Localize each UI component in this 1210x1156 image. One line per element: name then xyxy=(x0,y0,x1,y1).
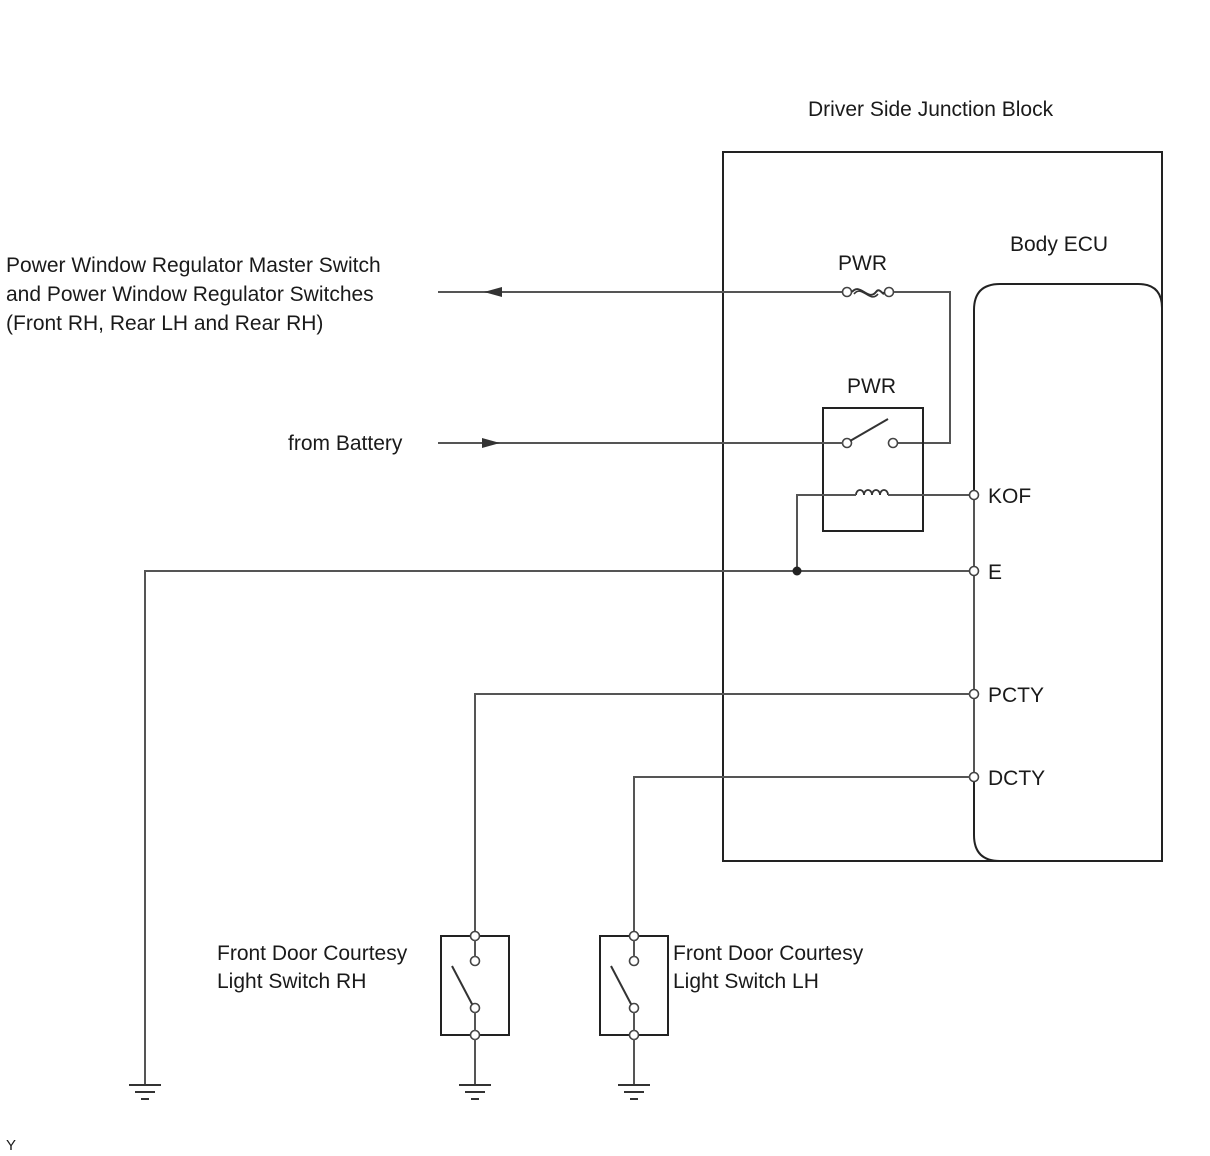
rh-switch-term-lower xyxy=(469,1002,481,1014)
output-label-line2: and Power Window Regulator Switches xyxy=(6,283,374,306)
kof-label: KOF xyxy=(988,485,1031,508)
junction-block-outline xyxy=(722,151,1163,862)
lh-switch-label-line2: Light Switch LH xyxy=(673,970,819,993)
dcty-label: DCTY xyxy=(988,767,1045,790)
dcty-terminal xyxy=(968,771,980,783)
output-arrow xyxy=(484,287,502,297)
pcty-terminal xyxy=(968,688,980,700)
battery-arrow xyxy=(482,438,500,448)
fuse-terminal-right xyxy=(883,286,895,298)
rh-switch-term-top xyxy=(469,930,481,942)
relay-switch-arm xyxy=(849,418,889,442)
rh-switch-term-upper xyxy=(469,955,481,967)
ground-icon xyxy=(618,1084,650,1100)
dcty-wire xyxy=(633,776,970,932)
junction-block-title: Driver Side Junction Block xyxy=(808,98,1054,121)
rh-switch-label-line2: Light Switch RH xyxy=(217,970,366,993)
kof-terminal xyxy=(968,489,980,501)
lh-switch-term-top xyxy=(628,930,640,942)
fuse-icon-upper xyxy=(853,290,879,298)
fuse-icon xyxy=(851,288,885,296)
lh-switch-arm xyxy=(610,965,632,1005)
relay-label: PWR xyxy=(847,375,896,398)
ground-icon xyxy=(129,1084,161,1100)
battery-label: from Battery xyxy=(288,432,403,455)
output-label-line3: (Front RH, Rear LH and Rear RH) xyxy=(6,312,323,335)
e-label: E xyxy=(988,561,1002,584)
lh-switch-term-upper xyxy=(628,955,640,967)
junction-dot xyxy=(792,566,802,576)
lh-switch-term-bottom xyxy=(628,1029,640,1041)
lh-switch-label-line1: Front Door Courtesy xyxy=(673,942,864,965)
fuse-label: PWR xyxy=(838,252,887,275)
body-ecu-title: Body ECU xyxy=(1010,233,1108,256)
relay-contact-right xyxy=(887,437,899,449)
pcty-wire xyxy=(474,693,970,932)
ground-icon xyxy=(459,1084,491,1100)
corner-mark: Y xyxy=(6,1137,16,1154)
lh-switch-term-lower xyxy=(628,1002,640,1014)
ground-e-wire xyxy=(144,570,970,1085)
output-label-line1: Power Window Regulator Master Switch xyxy=(6,254,381,277)
relay-box xyxy=(822,407,924,532)
e-terminal xyxy=(968,565,980,577)
pcty-label: PCTY xyxy=(988,684,1044,707)
fuse-terminal-left xyxy=(841,286,853,298)
relay-coil-icon xyxy=(855,489,889,496)
rh-switch-arm xyxy=(451,965,473,1005)
coil-to-ground-wire xyxy=(796,494,856,571)
body-ecu-outline xyxy=(973,283,1163,862)
rh-switch-label-line1: Front Door Courtesy xyxy=(217,942,408,965)
rh-switch-term-bottom xyxy=(469,1029,481,1041)
